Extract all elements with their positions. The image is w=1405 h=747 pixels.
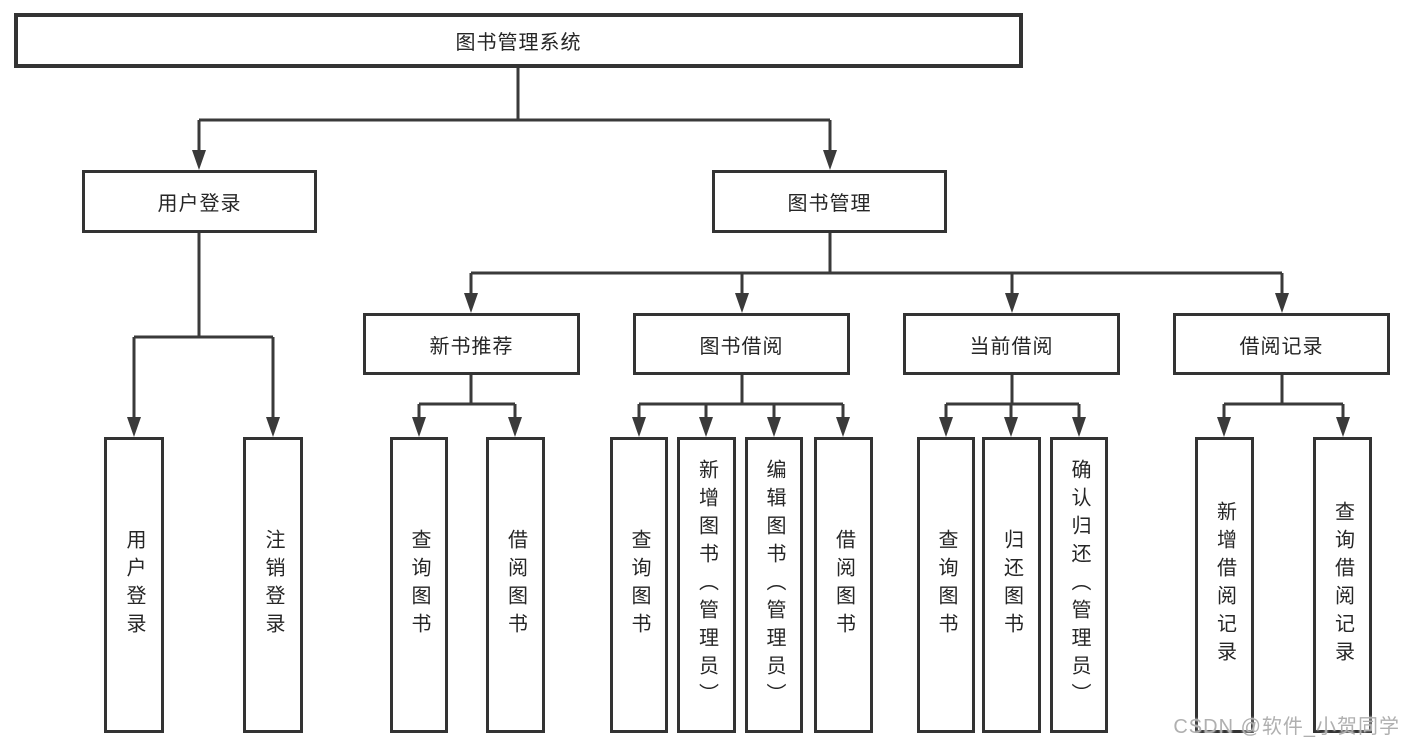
leaf-user-login: 用户登录 [104,437,164,733]
leaf-label: 查询借阅记录 [1331,501,1354,669]
leaf-add-books-admin: 新增图书（管理员） [677,437,736,733]
node-library-management-system: 图书管理系统 [14,13,1023,68]
leaf-return-books: 归还图书 [982,437,1041,733]
node-book-management: 图书管理 [712,170,947,233]
leaf-edit-books-admin: 编辑图书（管理员） [745,437,803,733]
leaf-query-books: 查询图书 [390,437,448,733]
leaf-label: 归还图书 [1000,529,1023,641]
leaf-logout: 注销登录 [243,437,303,733]
node-book-borrowing: 图书借阅 [633,313,850,375]
leaf-query-books: 查询图书 [610,437,668,733]
leaf-label: 借阅图书 [504,529,527,641]
leaf-label: 查询图书 [935,529,957,641]
leaf-label: 借阅图书 [832,529,855,641]
leaf-label: 新增图书（管理员） [695,459,718,711]
leaf-label: 查询图书 [408,529,430,641]
leaf-borrow-books: 借阅图书 [486,437,545,733]
node-current-borrowing: 当前借阅 [903,313,1120,375]
leaf-borrow-books: 借阅图书 [814,437,873,733]
leaf-label: 新增借阅记录 [1213,501,1236,669]
csdn-watermark: CSDN @软件_小贺同学 [1173,716,1400,738]
node-new-book-recommend: 新书推荐 [363,313,580,375]
node-borrowing-records: 借阅记录 [1173,313,1390,375]
leaf-label: 注销登录 [262,529,284,641]
leaf-confirm-return-admin: 确认归还（管理员） [1050,437,1108,733]
leaf-label: 编辑图书（管理员） [763,459,785,711]
leaf-label: 用户登录 [123,529,145,641]
leaf-add-borrow-record: 新增借阅记录 [1195,437,1254,733]
node-user-login: 用户登录 [82,170,317,233]
leaf-label: 查询图书 [628,529,650,641]
leaf-query-borrow-record: 查询借阅记录 [1313,437,1372,733]
leaf-query-books: 查询图书 [917,437,975,733]
leaf-label: 确认归还（管理员） [1068,459,1090,711]
